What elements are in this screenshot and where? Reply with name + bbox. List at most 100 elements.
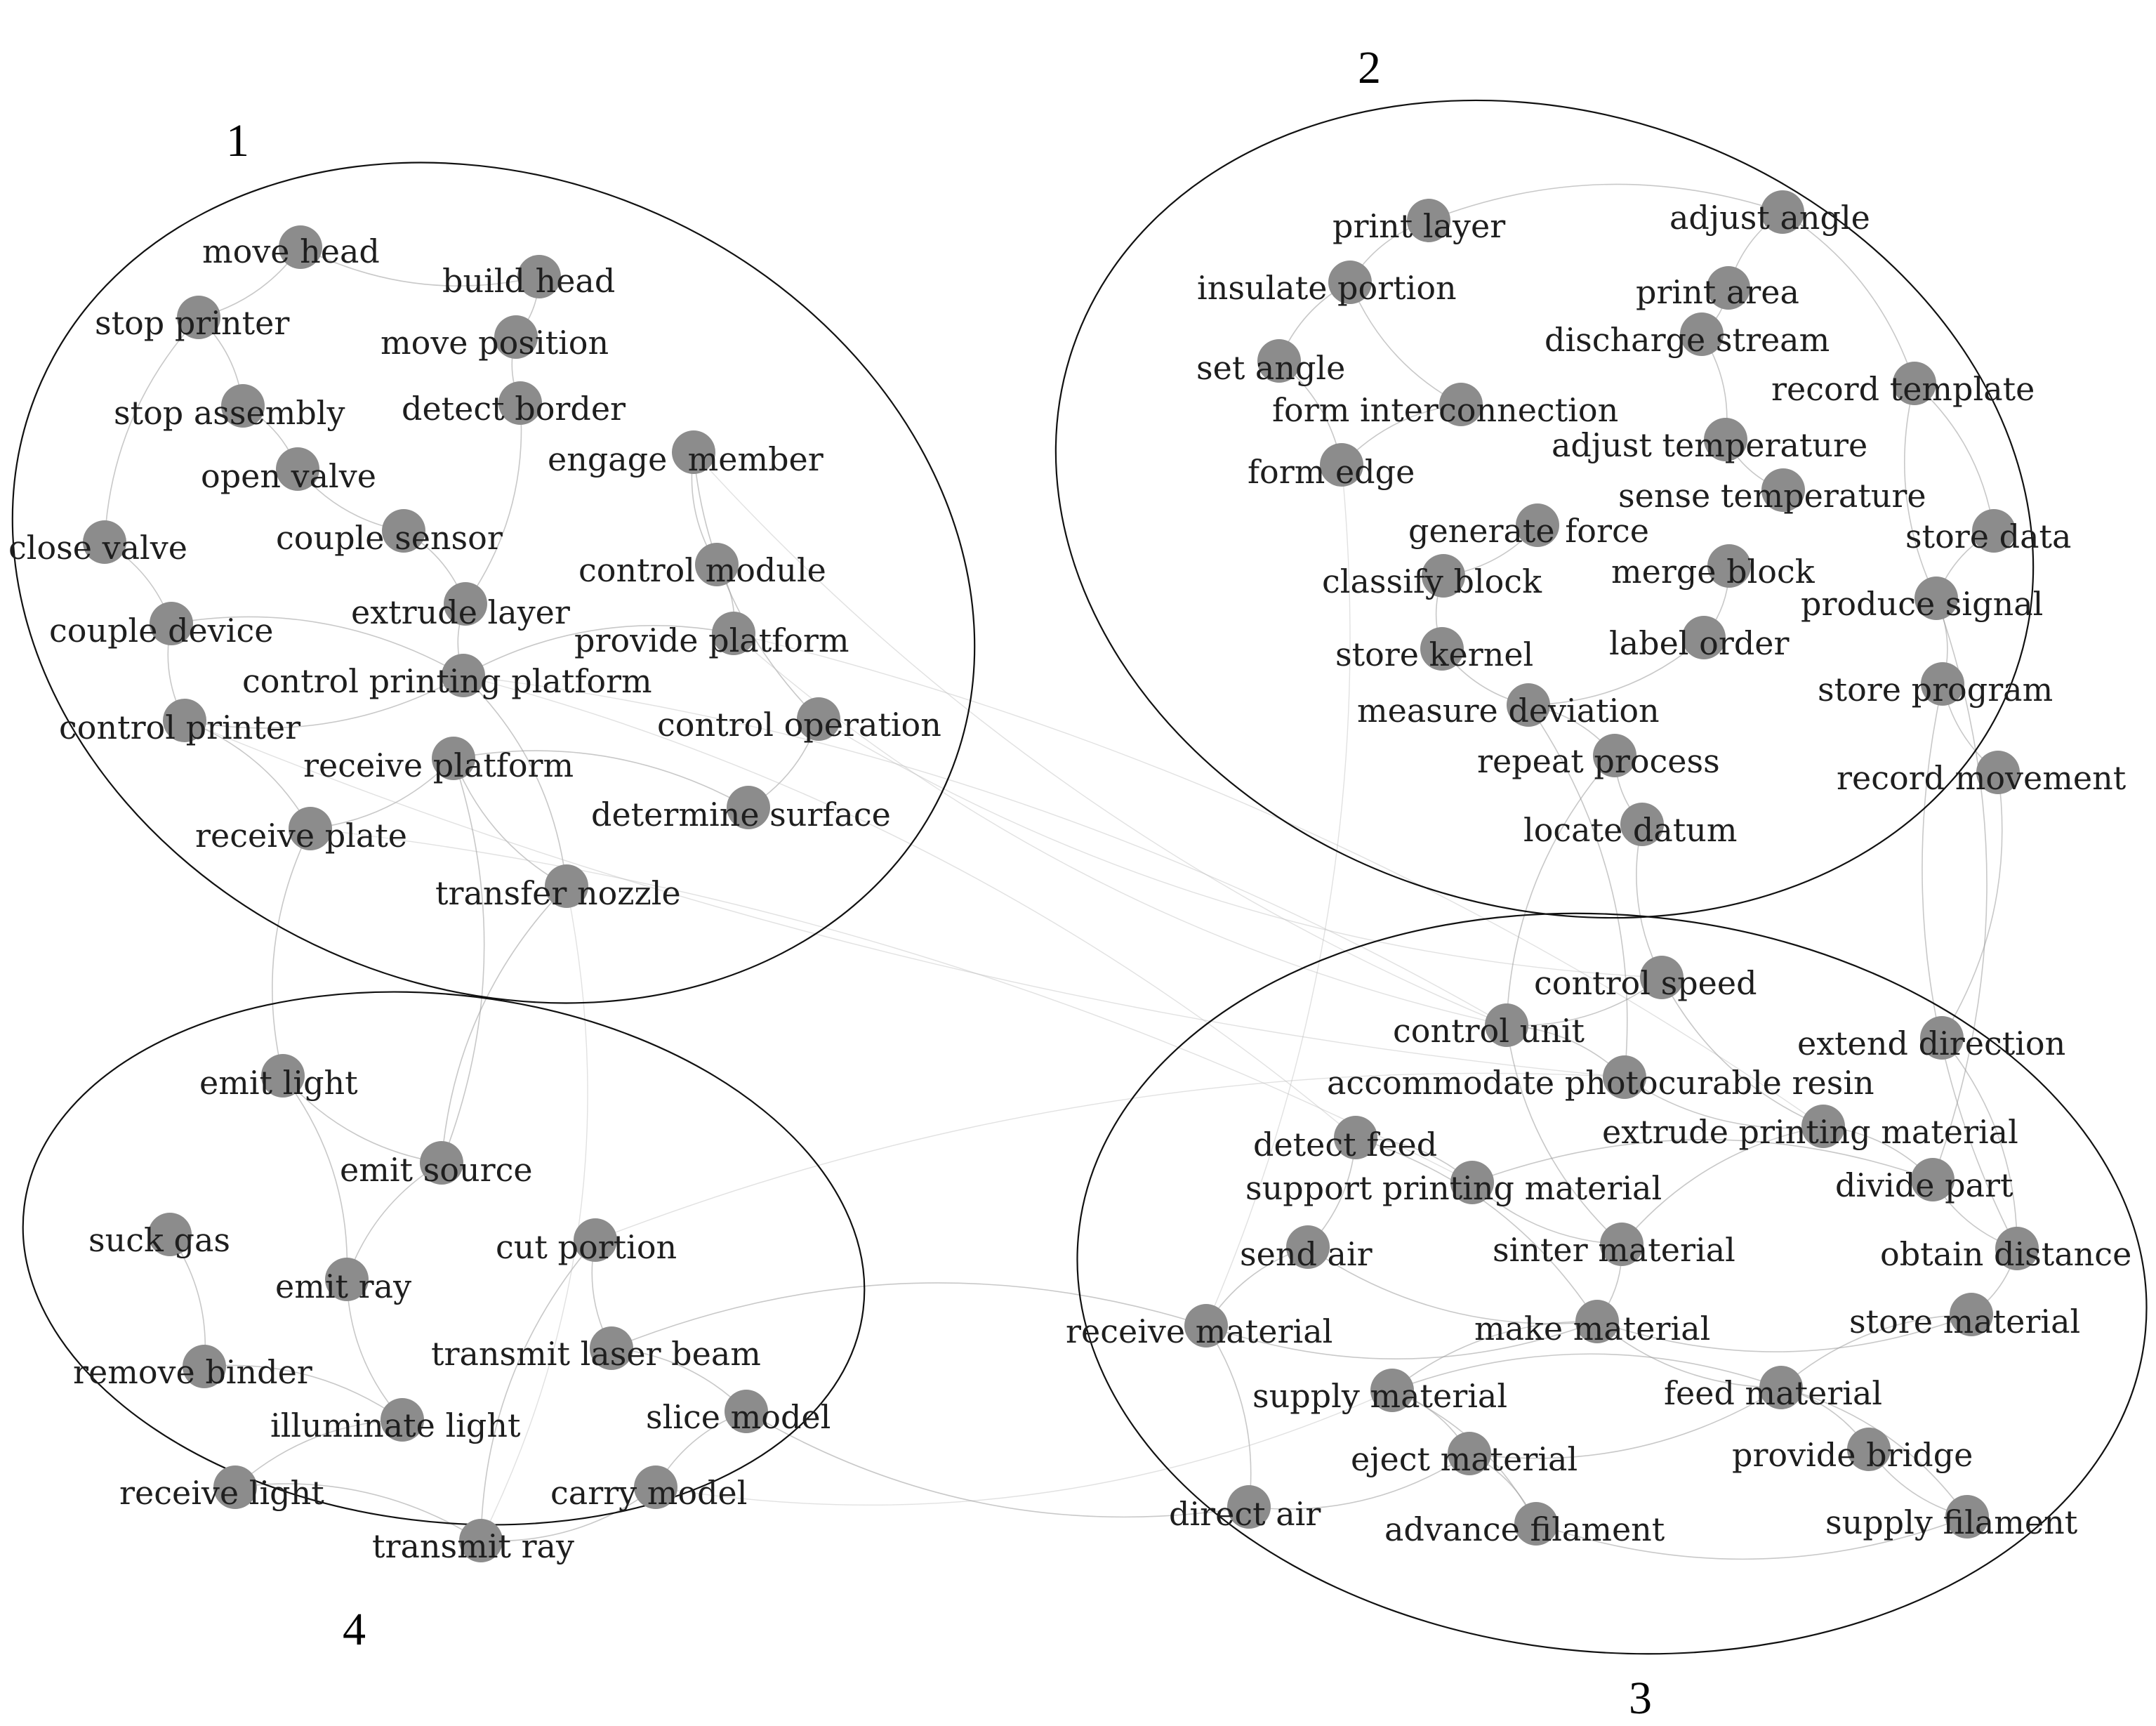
node-label-control-speed: control speed bbox=[1534, 964, 1757, 1002]
node-dot-suck-gas bbox=[148, 1213, 192, 1256]
edge-record-movement-to-extend-direction bbox=[1941, 772, 2003, 1039]
node-label-engage-member: engage member bbox=[548, 440, 824, 478]
node-label-illuminate-light: illuminate light bbox=[270, 1407, 521, 1444]
node-label-record-template: record template bbox=[1771, 370, 2035, 408]
node-dot-slice-model bbox=[725, 1390, 768, 1433]
node-label-transmit-ray: transmit ray bbox=[372, 1527, 574, 1565]
edge-transfer-nozzle-to-control-printing-platform bbox=[463, 675, 567, 887]
edge-measure-deviation-to-accommodate-photocurable-resin bbox=[1528, 704, 1628, 1078]
node-label-set-angle: set angle bbox=[1196, 349, 1345, 387]
node-dot-engage-member bbox=[672, 430, 715, 474]
edge-provide-platform-to-extrude-printing-material bbox=[733, 633, 1824, 1127]
node-label-receive-platform: receive platform bbox=[303, 746, 574, 784]
edge-transmit-laser-beam-to-receive-material bbox=[611, 1282, 1207, 1349]
node-label-transmit-laser-beam: transmit laser beam bbox=[431, 1335, 761, 1373]
node-label-supply-material: supply material bbox=[1252, 1377, 1507, 1415]
node-dot-control-speed bbox=[1640, 956, 1684, 999]
node-dot-couple-device bbox=[150, 602, 193, 645]
node-dot-sense-temperature bbox=[1761, 468, 1805, 512]
node-label-stop-assembly: stop assembly bbox=[114, 394, 345, 432]
node-label-couple-sensor: couple sensor bbox=[276, 519, 503, 557]
edge-engage-member-to-control-operation bbox=[693, 452, 819, 720]
node-dot-illuminate-light bbox=[381, 1398, 424, 1442]
node-label-obtain-distance: obtain distance bbox=[1880, 1235, 2131, 1273]
node-label-remove-binder: remove binder bbox=[73, 1353, 312, 1391]
node-dot-receive-material bbox=[1184, 1304, 1228, 1348]
node-dot-divide-part bbox=[1911, 1158, 1955, 1201]
node-label-control-printer: control printer bbox=[59, 709, 300, 746]
node-dot-set-angle bbox=[1257, 339, 1301, 383]
node-label-form-edge: form edge bbox=[1248, 453, 1415, 491]
node-label-store-data: store data bbox=[1905, 518, 2071, 555]
node-dot-transmit-ray bbox=[459, 1519, 503, 1562]
edge-supply-filament-to-advance-filament bbox=[1535, 1516, 1968, 1560]
edge-direct-air-to-receive-material bbox=[1205, 1325, 1252, 1508]
edge-emit-light-to-emit-source bbox=[282, 1075, 442, 1164]
node-label-detect-border: detect border bbox=[402, 390, 626, 428]
node-label-eject-material: eject material bbox=[1351, 1440, 1578, 1478]
edge-label-order-to-measure-deviation bbox=[1528, 637, 1705, 706]
node-label-print-area: print area bbox=[1636, 273, 1799, 311]
node-dot-make-material bbox=[1575, 1300, 1619, 1343]
node-dot-produce-signal bbox=[1914, 577, 1958, 620]
node-label-measure-deviation: measure deviation bbox=[1357, 692, 1660, 730]
edge-stop-printer-to-close-valve bbox=[104, 317, 199, 543]
node-label-emit-light: emit light bbox=[199, 1064, 358, 1102]
node-label-move-position: move position bbox=[381, 324, 609, 362]
node-label-carry-model: carry model bbox=[550, 1474, 747, 1512]
node-label-emit-source: emit source bbox=[340, 1151, 533, 1189]
node-dot-build-head bbox=[517, 255, 561, 298]
node-label-record-movement: record movement bbox=[1837, 759, 2127, 797]
edge-engage-member-to-control-unit bbox=[693, 452, 1507, 1026]
edge-control-printing-platform-to-provide-platform bbox=[463, 625, 734, 676]
edge-emit-source-to-transfer-nozzle bbox=[441, 885, 567, 1164]
edge-determine-surface-to-receive-platform bbox=[453, 750, 749, 808]
node-dot-layer bbox=[83, 190, 2039, 1562]
edge-repeat-process-to-control-unit bbox=[1506, 755, 1615, 1026]
node-dot-obtain-distance bbox=[1995, 1227, 2039, 1270]
node-dot-carry-model bbox=[634, 1465, 677, 1509]
node-dot-transfer-nozzle bbox=[545, 864, 588, 908]
edge-send-air-to-make-material bbox=[1307, 1246, 1598, 1324]
edge-record-template-to-store-data bbox=[1914, 383, 1995, 532]
node-label-store-kernel: store kernel bbox=[1335, 635, 1533, 673]
edge-supply-material-to-feed-material bbox=[1391, 1353, 1782, 1391]
edge-couple-device-to-control-printing-platform bbox=[171, 616, 464, 676]
node-label-classify-block: classify block bbox=[1322, 562, 1542, 600]
node-dot-couple-sensor bbox=[382, 509, 425, 553]
node-label-provide-platform: provide platform bbox=[574, 621, 849, 659]
node-dot-close-valve bbox=[83, 520, 126, 564]
edge-control-printing-platform-to-detect-feed bbox=[463, 675, 1356, 1138]
node-label-repeat-process: repeat process bbox=[1477, 742, 1720, 780]
node-dot-detect-border bbox=[498, 381, 542, 425]
node-dot-extend-direction bbox=[1920, 1016, 1964, 1060]
edge-remove-binder-to-illuminate-light bbox=[204, 1364, 403, 1421]
cluster-1-boundary bbox=[11, 162, 976, 1004]
node-dot-print-area bbox=[1707, 266, 1750, 310]
edge-control-speed-to-extrude-printing-material bbox=[1661, 977, 1824, 1127]
node-dot-print-layer bbox=[1407, 199, 1450, 242]
node-label-suck-gas: suck gas bbox=[88, 1221, 230, 1259]
edge-make-material-to-feed-material bbox=[1596, 1321, 1782, 1388]
node-dot-generate-force bbox=[1516, 503, 1559, 547]
node-dot-supply-material bbox=[1370, 1369, 1414, 1412]
edge-emit-source-to-receive-platform bbox=[441, 758, 485, 1164]
node-dot-remove-binder bbox=[183, 1345, 226, 1388]
edge-eject-material-to-direct-air bbox=[1248, 1453, 1470, 1510]
edge-emit-light-to-emit-ray bbox=[282, 1075, 348, 1280]
edge-carry-model-to-supply-material bbox=[655, 1390, 1393, 1506]
node-label-control-printing-platform: control printing platform bbox=[242, 662, 652, 700]
node-dot-extrude-printing-material bbox=[1801, 1105, 1845, 1148]
cluster-4-boundary bbox=[22, 991, 866, 1526]
node-dot-receive-light bbox=[213, 1465, 257, 1509]
node-dot-cut-portion bbox=[574, 1218, 617, 1262]
node-dot-discharge-stream bbox=[1680, 312, 1724, 356]
node-dot-detect-feed bbox=[1334, 1116, 1377, 1159]
node-dot-provide-platform bbox=[712, 612, 755, 655]
node-dot-control-unit bbox=[1485, 1003, 1528, 1047]
node-label-print-layer: print layer bbox=[1332, 207, 1505, 245]
cluster-number-3: 3 bbox=[1629, 1673, 1652, 1724]
node-label-produce-signal: produce signal bbox=[1801, 585, 2043, 623]
